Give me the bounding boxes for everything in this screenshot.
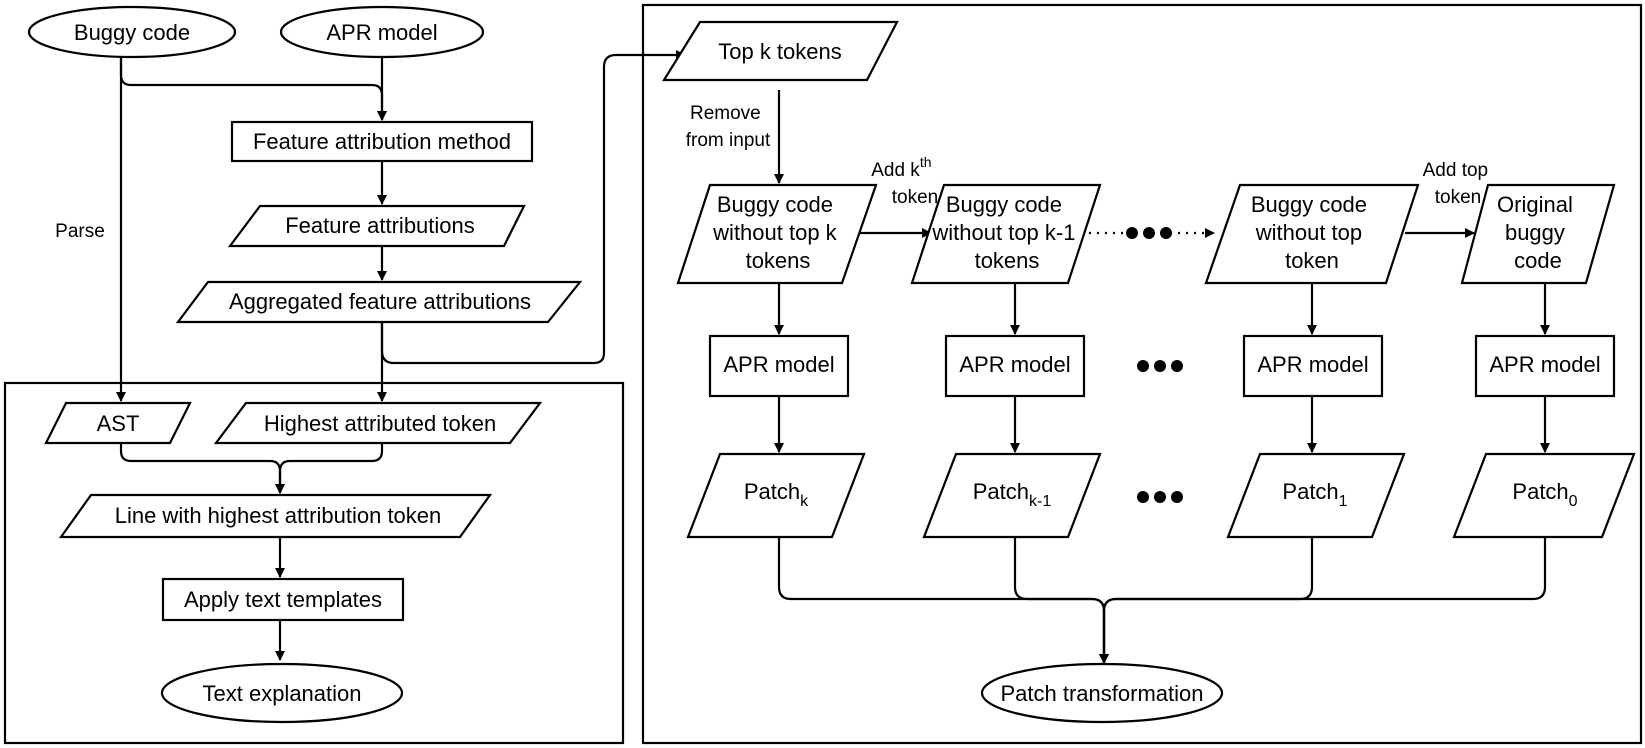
node-highest-attributed-token-label: Highest attributed token xyxy=(264,411,496,436)
buggy-k-line-3: tokens xyxy=(746,248,811,273)
node-patch-k-label: Patchk xyxy=(744,479,809,510)
node-apr-model-k-label: APR model xyxy=(723,352,834,377)
add-kth-line-2: token xyxy=(892,187,938,208)
ellipsis-dots-row-3 xyxy=(1137,491,1183,503)
node-patch-0-label: Patch0 xyxy=(1512,479,1577,510)
remove-from-input-label: Remove from input xyxy=(686,103,771,151)
patch-k-1-subscript: k-1 xyxy=(1029,493,1051,510)
node-apr-model-0-label: APR model xyxy=(1489,352,1600,377)
edge-ast-to-line xyxy=(119,443,285,494)
buggy-top-line-2: without top xyxy=(1255,220,1362,245)
patch-0-base: Patch xyxy=(1512,479,1568,504)
original-line-2: buggy xyxy=(1505,220,1565,245)
node-buggy-code-without-top-token: Buggy code without top token xyxy=(1204,183,1420,285)
node-patch-k-1-label: Patchk-1 xyxy=(973,479,1052,510)
node-line-with-highest-attribution-token-label: Line with highest attribution token xyxy=(115,503,442,528)
remove-label-line-2: from input xyxy=(686,130,771,151)
buggy-k-line-2: without top k xyxy=(712,220,838,245)
buggy-k1-line-1: Buggy code xyxy=(946,192,1062,217)
buggy-top-line-1: Buggy code xyxy=(1251,192,1367,217)
buggy-k1-line-2: without top k-1 xyxy=(931,220,1075,245)
node-apr-model-k: APR model xyxy=(708,334,850,398)
node-apply-text-templates: Apply text templates xyxy=(161,577,405,622)
buggy-top-line-3: token xyxy=(1285,248,1339,273)
node-feature-attributions: Feature attributions xyxy=(227,204,526,248)
add-top-line-1: Add top xyxy=(1423,160,1489,181)
buggy-k-line-1: Buggy code xyxy=(717,192,833,217)
node-apr-model-1-label: APR model xyxy=(1257,352,1368,377)
remove-label-line-1: Remove xyxy=(690,103,761,124)
add-kth-prefix: Add k xyxy=(871,160,920,181)
node-top-k-tokens-label: Top k tokens xyxy=(718,39,842,64)
patch-k-subscript: k xyxy=(800,493,809,510)
edge-highest-to-line xyxy=(275,443,384,494)
node-ast-label: AST xyxy=(97,411,140,436)
node-feature-attribution-method: Feature attribution method xyxy=(230,120,534,163)
add-kth-superscript: th xyxy=(920,154,932,170)
patch-1-base: Patch xyxy=(1282,479,1338,504)
edge-patch-0-to-transformation xyxy=(1099,537,1547,664)
original-line-1: Original xyxy=(1497,192,1573,217)
patch-1-subscript: 1 xyxy=(1339,493,1348,510)
node-apr-model-0: APR model xyxy=(1474,334,1616,398)
node-patch-transformation-label: Patch transformation xyxy=(1001,681,1204,706)
node-buggy-code-without-top-k-tokens: Buggy code without top k tokens xyxy=(676,183,878,285)
original-line-3: code xyxy=(1514,248,1562,273)
node-aggregated-feature-attributions-label: Aggregated feature attributions xyxy=(229,289,531,314)
ellipsis-dots-row-2 xyxy=(1137,360,1183,372)
node-original-buggy-code-label: Original buggy code xyxy=(1497,192,1579,273)
edge-patch-k1-to-transformation xyxy=(1013,537,1109,664)
ellipsis-dots-row-1 xyxy=(1126,227,1172,239)
node-highest-attributed-token: Highest attributed token xyxy=(213,401,543,445)
node-aggregated-feature-attributions: Aggregated feature attributions xyxy=(175,280,583,324)
explanation-group-frame xyxy=(3,381,625,745)
node-original-buggy-code: Original buggy code xyxy=(1460,183,1616,285)
node-buggy-code-without-top-k-tokens-label: Buggy code without top k tokens xyxy=(712,192,843,273)
node-apr-model-input-label: APR model xyxy=(326,20,437,45)
add-kth-token-label: Add kth token xyxy=(871,151,938,208)
node-buggy-code: Buggy code xyxy=(27,5,237,59)
add-top-token-label: Add top token xyxy=(1423,160,1494,208)
node-patch-1: Patch1 xyxy=(1226,452,1406,539)
node-patch-0: Patch0 xyxy=(1452,452,1636,539)
parse-label: Parse xyxy=(55,221,105,242)
edge-buggy-to-method xyxy=(119,55,387,121)
add-top-line-2: token xyxy=(1435,187,1481,208)
node-patch-1-label: Patch1 xyxy=(1282,479,1347,510)
node-buggy-code-without-top-k-1-tokens-label: Buggy code without top k-1 tokens xyxy=(931,192,1081,273)
patch-0-subscript: 0 xyxy=(1569,493,1578,510)
node-line-with-highest-attribution-token: Line with highest attribution token xyxy=(58,493,493,539)
node-feature-attribution-method-label: Feature attribution method xyxy=(253,129,511,154)
patch-k-1-base: Patch xyxy=(973,479,1029,504)
node-apr-model-1: APR model xyxy=(1242,334,1384,398)
node-text-explanation-label: Text explanation xyxy=(203,681,362,706)
node-buggy-code-without-top-token-label: Buggy code without top token xyxy=(1251,192,1373,273)
node-apr-model-k-1: APR model xyxy=(944,334,1086,398)
node-apr-model-k-1-label: APR model xyxy=(959,352,1070,377)
node-apply-text-templates-label: Apply text templates xyxy=(184,587,382,612)
node-buggy-code-label: Buggy code xyxy=(74,20,190,45)
patch-k-base: Patch xyxy=(744,479,800,504)
node-buggy-code-without-top-k-1-tokens: Buggy code without top k-1 tokens xyxy=(910,183,1102,285)
node-apr-model-input: APR model xyxy=(279,5,485,59)
node-patch-k: Patchk xyxy=(686,452,866,539)
node-text-explanation: Text explanation xyxy=(160,662,404,724)
node-patch-k-1: Patchk-1 xyxy=(922,452,1102,539)
node-top-k-tokens: Top k tokens xyxy=(662,20,899,82)
node-patch-transformation: Patch transformation xyxy=(980,662,1224,724)
patch-group-frame xyxy=(641,3,1643,745)
buggy-k1-line-3: tokens xyxy=(975,248,1040,273)
edge-aggregated-to-topk xyxy=(380,50,686,365)
node-feature-attributions-label: Feature attributions xyxy=(285,213,475,238)
node-ast: AST xyxy=(44,401,192,445)
